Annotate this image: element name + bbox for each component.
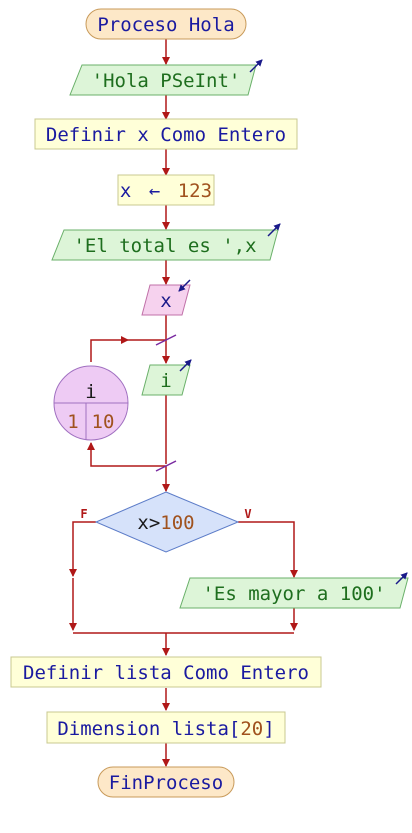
edge-decision-true [238, 521, 298, 578]
decision-var: x [137, 512, 148, 534]
dimension-size: 20 [240, 718, 263, 740]
output-hola: 'Hola PSeInt' [69, 59, 263, 96]
output-arrow-icon [395, 572, 408, 585]
dimension-lista-shape [46, 711, 286, 744]
loop-tick-top [155, 334, 177, 346]
decision-op: > [149, 512, 160, 534]
end-terminal-label: FinProceso [109, 772, 223, 794]
assign-x: x ← 123 [117, 174, 215, 206]
assign-arrow: ← [149, 180, 160, 202]
connectors [69, 39, 298, 767]
loop-tick-bottom [155, 460, 177, 472]
define-lista-shape [10, 656, 322, 688]
output-i: i [141, 359, 192, 396]
start-terminal-label: Proceso Hola [97, 14, 234, 36]
decision: x>100 F V [80, 491, 252, 553]
edge-decision-false [69, 521, 96, 577]
read-x-shape [141, 284, 191, 316]
output-hola-label: 'Hola PSeInt' [92, 70, 241, 92]
output-i-shape [141, 364, 191, 396]
for-loop-end: 10 [92, 411, 115, 433]
end-terminal: FinProceso [97, 766, 235, 798]
output-mayor-label: 'Es mayor a 100' [202, 583, 385, 605]
define-x-shape [34, 118, 298, 150]
output-i-label: i [160, 370, 171, 392]
dimension-lista-label: Dimension lista[20] [57, 718, 274, 740]
for-loop: i 1 10 [53, 365, 129, 441]
assign-x-shape [117, 174, 215, 206]
output-arrow-icon [267, 223, 281, 237]
define-lista-label: Definir lista Como Entero [23, 662, 309, 684]
output-total-label: 'El total es ',x [73, 235, 256, 257]
dimension-suffix: ] [263, 718, 274, 740]
output-total-shape [51, 229, 279, 261]
decision-value: 100 [160, 512, 194, 534]
decision-true-label: V [244, 507, 251, 521]
decision-false-label: F [80, 507, 87, 521]
start-terminal: Proceso Hola [85, 8, 247, 40]
dimension-lista: Dimension lista[20] [46, 711, 286, 744]
assign-x-label: x ← 123 [120, 180, 212, 202]
output-arrow-icon [249, 59, 263, 73]
edge-loop-top [90, 336, 129, 362]
output-mayor: 'Es mayor a 100' [179, 572, 409, 609]
for-loop-var: i [85, 381, 96, 403]
output-arrow-icon [179, 359, 192, 372]
start-terminal-shape [85, 8, 247, 40]
output-mayor-shape [179, 577, 409, 609]
define-lista: Definir lista Como Entero [10, 656, 322, 688]
decision-label: x>100 [137, 512, 194, 534]
read-x: x [141, 279, 191, 316]
edge-loop-return [87, 442, 166, 467]
output-hola-shape [69, 64, 257, 96]
output-total: 'El total es ',x [51, 223, 281, 261]
define-x: Definir x Como Entero [34, 118, 298, 150]
end-terminal-shape [97, 766, 235, 798]
read-x-label: x [160, 290, 171, 312]
define-x-label: Definir x Como Entero [46, 124, 286, 146]
for-loop-start: 1 [67, 411, 78, 433]
assign-value: 123 [178, 180, 212, 202]
input-arrow-icon [178, 279, 191, 292]
assign-var: x [120, 180, 131, 202]
dimension-prefix: Dimension lista[ [57, 718, 240, 740]
loop-tick-marks [155, 334, 177, 472]
decision-shape [94, 491, 240, 553]
